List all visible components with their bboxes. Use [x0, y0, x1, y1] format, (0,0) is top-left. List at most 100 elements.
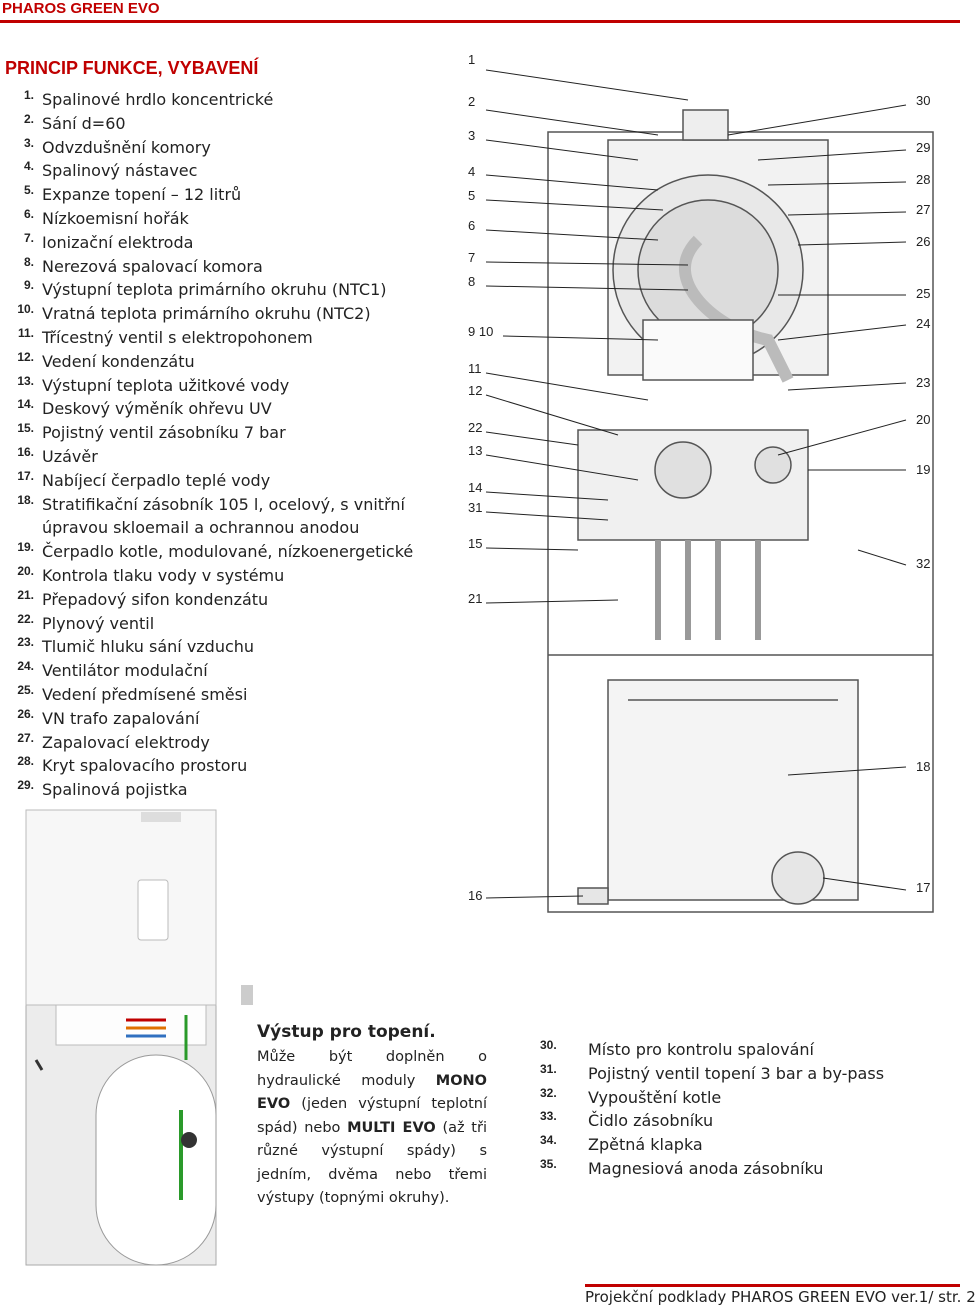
diagram-label: 1 — [468, 52, 475, 67]
pump-icon — [181, 1132, 197, 1148]
item-number: 8. — [23, 254, 34, 269]
radiator-icon — [241, 985, 253, 1005]
list-item: 26. VN trafo zapalování — [8, 707, 428, 731]
diagram-label: 31 — [468, 500, 482, 515]
list-item: 3.Odvzdušnění komory — [8, 136, 428, 160]
item-text: Spalinový nástavec — [42, 161, 198, 181]
list-item: 16.Uzávěr — [8, 445, 428, 469]
diagram-label: 9 10 — [468, 324, 493, 339]
item-number: 30. — [540, 1038, 557, 1052]
list-item: 1. Spalinové hrdlo koncentrické — [8, 88, 428, 112]
list-item: 24.Ventilátor modulační — [8, 659, 428, 683]
item-number: 12. — [17, 349, 34, 364]
item-text: Pojistný ventil zásobníku 7 bar — [42, 423, 286, 443]
diagram-label: 12 — [468, 383, 482, 398]
item-number: 29. — [17, 778, 34, 793]
diagram-label: 20 — [916, 412, 930, 427]
diagram-label: 4 — [468, 164, 475, 179]
item-text: Vedení kondenzátu — [42, 351, 195, 371]
diagram-label: 13 — [468, 443, 482, 458]
list-item: 6.Nízkoemisní hořák — [8, 207, 428, 231]
item-text: Vypouštění kotle — [588, 1087, 722, 1107]
list-item: 15. Pojistný ventil zásobníku 7 bar — [8, 421, 428, 445]
list-item: 35.Magnesiová anoda zásobníku — [540, 1157, 940, 1181]
item-number: 14. — [17, 397, 34, 412]
item-number: 1. — [23, 88, 34, 102]
diagram-label: 11 — [468, 361, 482, 376]
heating-output-text: Může být doplněn o hydraulické moduly MO… — [257, 1046, 487, 1211]
item-text: Nerezová spalovací komora — [42, 256, 263, 276]
item-text: Sání d=60 — [42, 113, 126, 133]
item-text: VN trafo zapalování — [42, 708, 200, 728]
text-part: (jeden výstupní teplotní spád) nebo — [257, 1096, 487, 1136]
control-panel — [137, 879, 169, 941]
item-text: Kontrola tlaku vody v systému — [42, 565, 285, 585]
list-item: 2. Sání d=60 — [8, 112, 428, 136]
multi-evo-label: MULTI EVO — [347, 1119, 436, 1136]
list-item: 7.Ionizační elektroda — [8, 231, 428, 255]
diagram-label: 18 — [916, 759, 930, 774]
item-text: Spalinové hrdlo koncentrické — [42, 90, 274, 109]
item-number: 2. — [23, 111, 34, 126]
item-text: Plynový ventil — [42, 613, 155, 633]
item-text: Čerpadlo kotle, modulované, nízkoenerget… — [42, 542, 414, 562]
casing-outline — [547, 131, 934, 913]
list-item: 30. Místo pro kontrolu spalování — [540, 1038, 940, 1062]
item-text: Pojistný ventil topení 3 bar a by-pass — [588, 1063, 885, 1083]
item-number: 34. — [540, 1133, 557, 1148]
components-list: 1. Spalinové hrdlo koncentrické 2. Sání d=6… — [8, 88, 428, 802]
list-item: 22.Plynový ventil — [8, 612, 428, 636]
item-number: 6. — [23, 206, 34, 221]
list-item: 10.Vratná teplota primárního okruhu (NTC… — [8, 302, 428, 326]
item-number: 23. — [17, 635, 34, 650]
header-bar — [0, 0, 960, 23]
item-text: Ionizační elektroda — [42, 232, 194, 252]
mono-evo-label: MONO EVO — [257, 1072, 487, 1113]
item-text: Kryt spalovacího prostoru — [42, 756, 248, 776]
item-number: 10. — [17, 302, 34, 317]
item-text: Nabíjecí čerpadlo teplé vody — [42, 470, 271, 490]
text-part: (až tři různé výstupní spády) s jedním, … — [257, 1119, 487, 1207]
item-number: 9. — [23, 278, 34, 293]
list-item: 32. Vypouštění kotle — [540, 1086, 940, 1110]
diagram-label: 2 — [468, 94, 475, 109]
item-text: Magnesiová anoda zásobníku — [588, 1158, 824, 1178]
diagram-label: 21 — [468, 591, 482, 606]
list-item: 5.Expanze topení – 12 litrů — [8, 183, 428, 207]
item-text: Výstupní teplota primárního okruhu (NTC1… — [42, 280, 387, 300]
item-text: Zapalovací elektrody — [42, 732, 210, 752]
item-text: Přepadový sifon kondenzátu — [42, 589, 269, 609]
diagram-label: 30 — [916, 93, 930, 108]
list-item: 11.Třícestný ventil s elektropohonem — [8, 326, 428, 350]
item-text: Uzávěr — [42, 446, 98, 466]
item-text: Místo pro kontrolu spalování — [588, 1040, 814, 1059]
list-item: 9. Výstupní teplota primárního okruhu (NT… — [8, 278, 428, 302]
item-number: 26. — [17, 706, 34, 721]
list-item: 14.Deskový výměník ohřevu UV — [8, 397, 428, 421]
diagram-label: 15 — [468, 536, 482, 551]
diagram-label: 17 — [916, 880, 930, 895]
item-number: 4. — [23, 159, 34, 174]
diagram-label: 3 — [468, 128, 475, 143]
diagram-label: 28 — [916, 172, 930, 187]
list-item: 19.Čerpadlo kotle, modulované, nízkoener… — [8, 540, 428, 564]
list-item: 4. Spalinový nástavec — [8, 159, 428, 183]
diagram-label: 32 — [916, 556, 930, 571]
item-number: 27. — [17, 730, 34, 745]
item-number: 25. — [17, 682, 34, 697]
item-text: Odvzdušnění komory — [42, 137, 211, 157]
item-text: Stratifikační zásobník 105 l, ocelový, s… — [42, 494, 405, 538]
item-number: 15. — [17, 421, 34, 436]
item-number: 32. — [540, 1085, 557, 1100]
list-item: 31.Pojistný ventil topení 3 bar a by-pas… — [540, 1062, 940, 1086]
item-text: Vedení předmísené směsi — [42, 684, 248, 704]
list-item: 13.Výstupní teplota užitkové vody — [8, 374, 428, 398]
diagram-label: 5 — [468, 188, 475, 203]
header-title: PHAROS GREEN EVO — [2, 0, 160, 17]
list-item: 23.Tlumič hluku sání vzduchu — [8, 635, 428, 659]
diagram-label: 26 — [916, 234, 930, 249]
diagram-label: 8 — [468, 274, 475, 289]
item-number: 33. — [540, 1109, 557, 1124]
boiler-photo — [25, 809, 253, 1266]
